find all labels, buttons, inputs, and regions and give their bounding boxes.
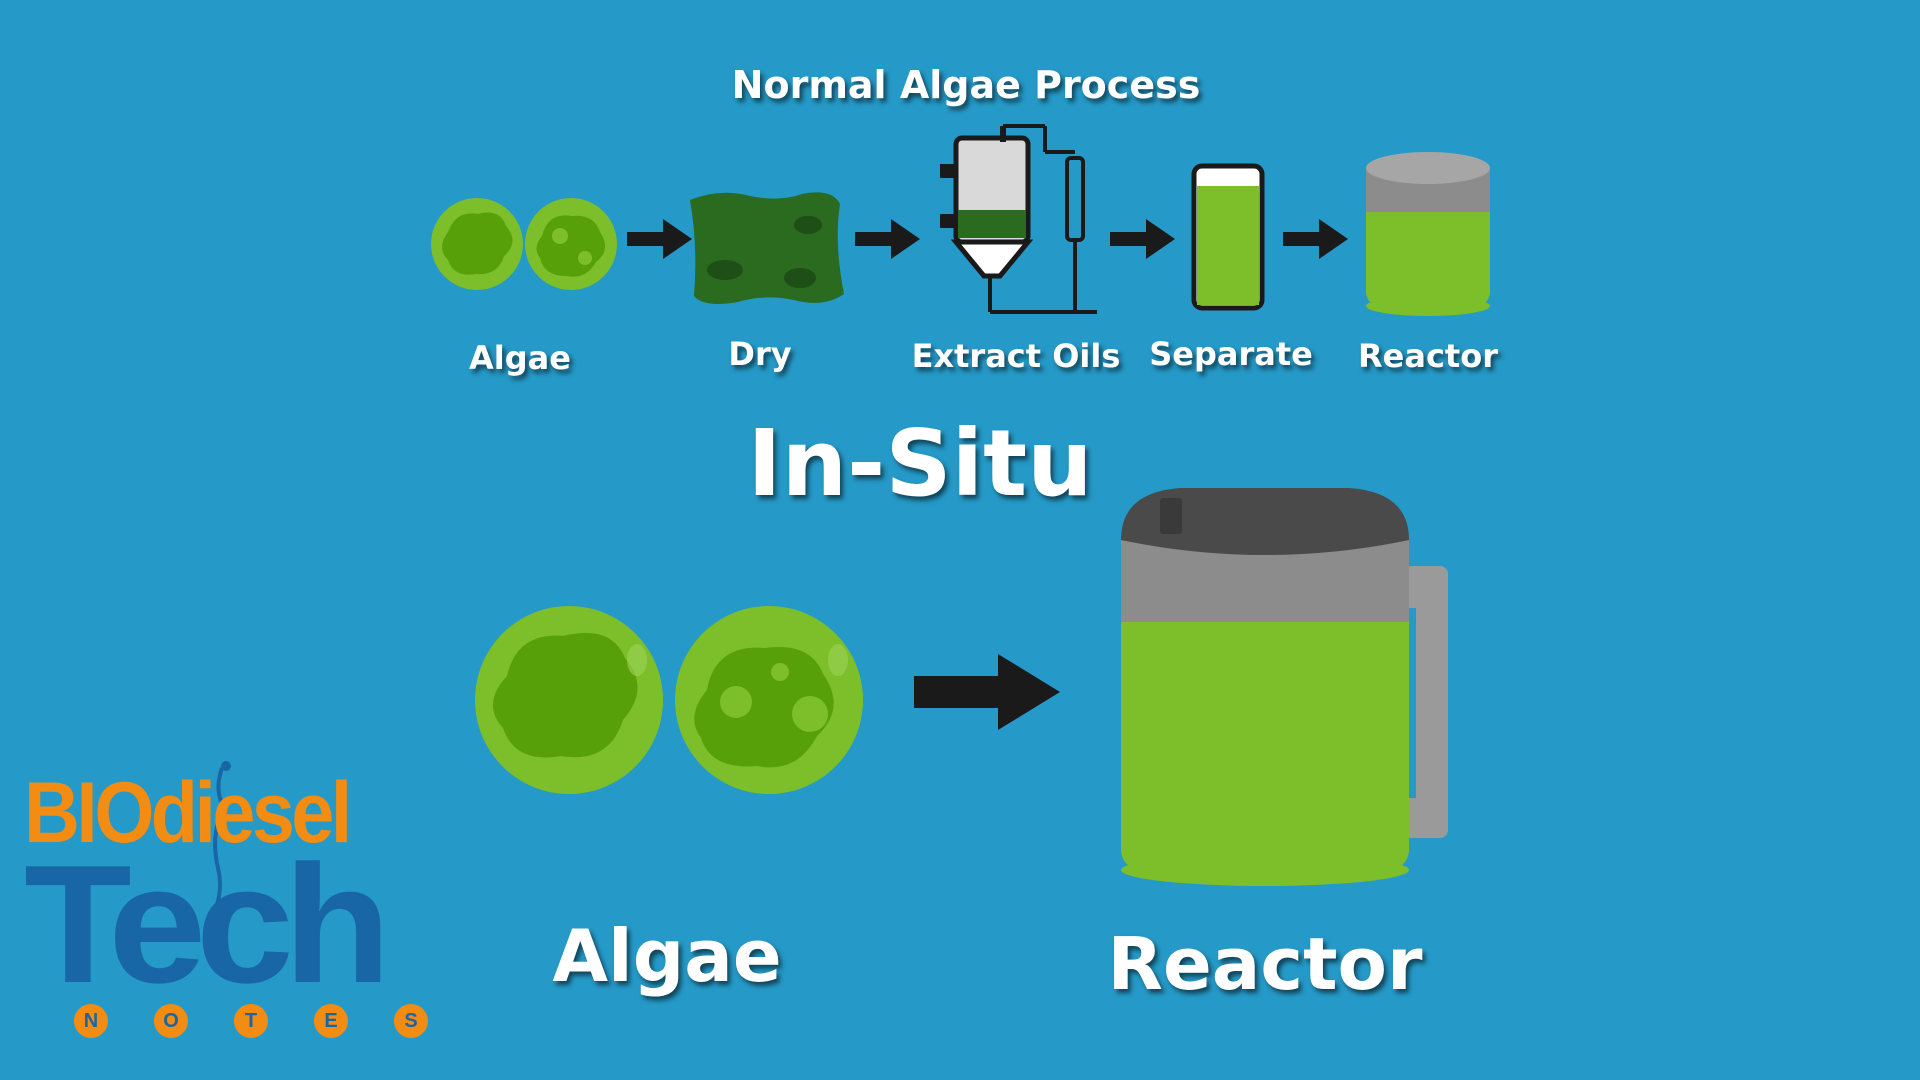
logo-notes-letter: E bbox=[314, 1004, 348, 1038]
reactor-tank-icon bbox=[1366, 152, 1490, 316]
dried-algae-icon bbox=[690, 192, 844, 304]
extractor-vessel-icon bbox=[988, 124, 1097, 314]
arrow-icon bbox=[914, 654, 1060, 730]
logo-tech-text: Tech bbox=[24, 830, 391, 1018]
arrow-icon bbox=[855, 219, 920, 259]
step-label-algae: Algae bbox=[469, 339, 571, 377]
separation-column-icon bbox=[1191, 163, 1265, 311]
biodiesel-tech-notes-logo bbox=[210, 761, 231, 917]
insitu-label-reactor: Reactor bbox=[1107, 922, 1423, 1006]
arrow-icon bbox=[627, 219, 692, 259]
logo-biodiesel-text: BIOdiesel bbox=[24, 765, 352, 861]
logo-notes-letter: N bbox=[74, 1004, 108, 1038]
step-label-reactor: Reactor bbox=[1358, 337, 1498, 375]
arrow-icon bbox=[1283, 219, 1348, 259]
step-label-separate: Separate bbox=[1149, 335, 1313, 373]
insitu-heading: In-Situ bbox=[747, 410, 1093, 517]
reactor-jug-icon bbox=[1121, 488, 1448, 886]
algae-cells-icon bbox=[431, 198, 617, 290]
arrow-icon bbox=[1110, 219, 1175, 259]
diagram-title: Normal Algae Process bbox=[731, 63, 1201, 107]
step-label-extract-oils: Extract Oils bbox=[911, 337, 1121, 375]
algae-cells-icon bbox=[475, 606, 863, 794]
logo-notes-letter: S bbox=[394, 1004, 428, 1038]
logo-notes-letter: O bbox=[154, 1004, 188, 1038]
logo-notes-letter: T bbox=[234, 1004, 268, 1038]
insitu-label-algae: Algae bbox=[552, 914, 782, 998]
step-label-dry: Dry bbox=[728, 335, 792, 373]
logo-notes-row: N O T E S bbox=[74, 1004, 434, 1038]
